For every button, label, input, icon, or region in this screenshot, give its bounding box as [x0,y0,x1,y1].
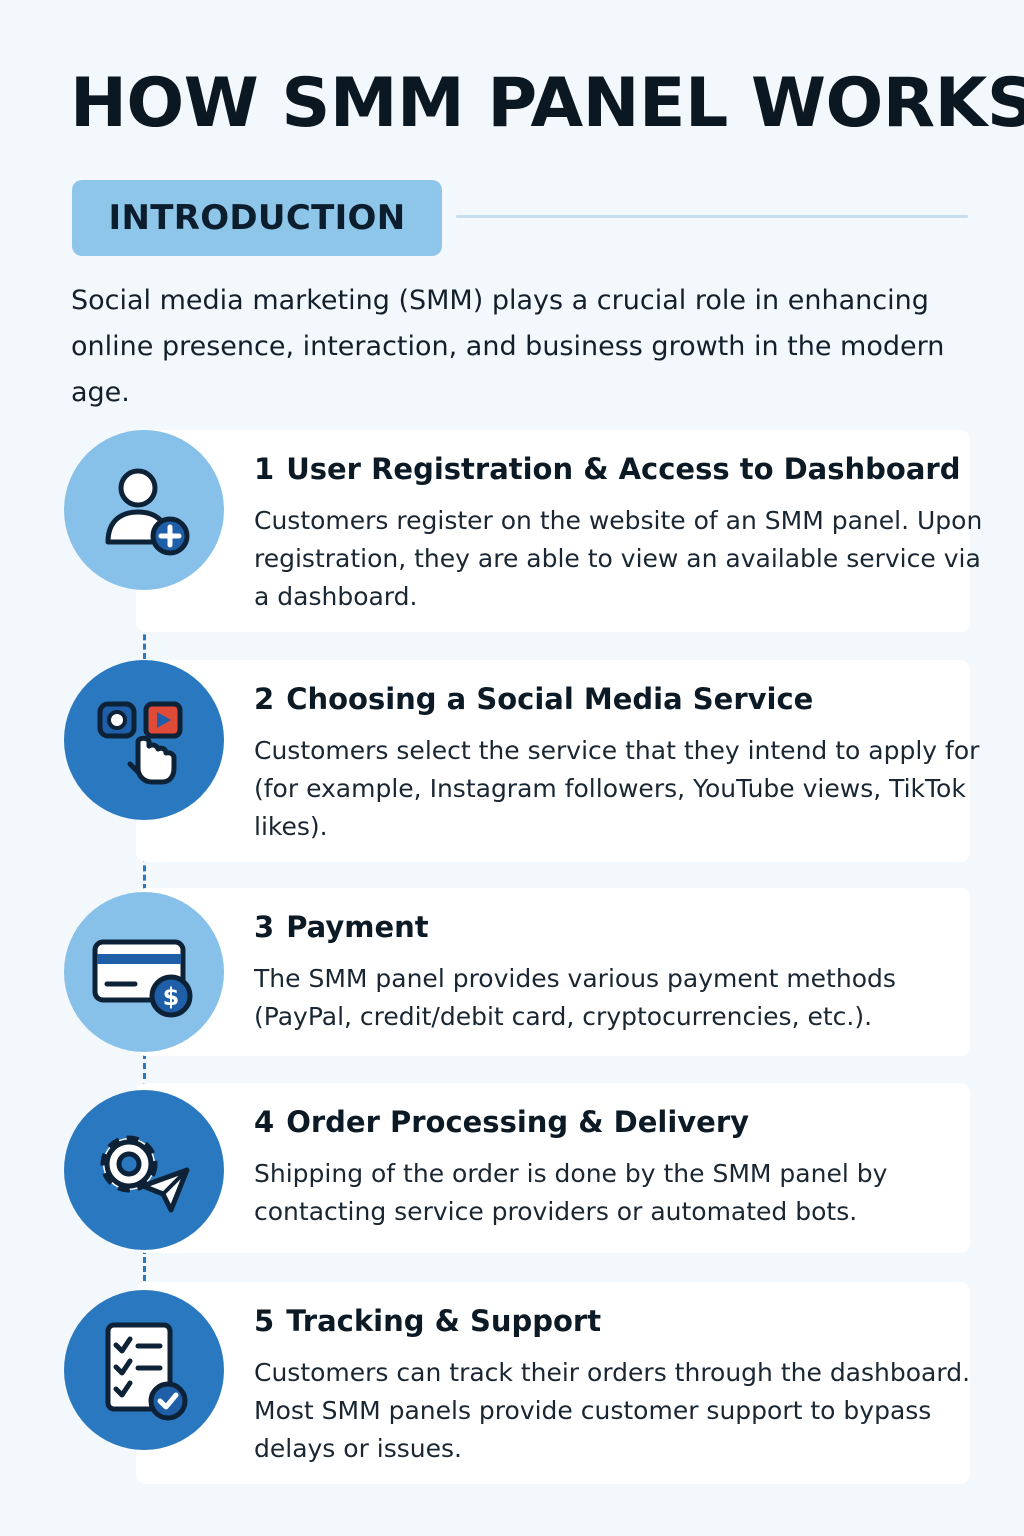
step-icon-circle-1 [64,430,224,590]
gear-send-icon [100,1135,190,1213]
credit-card-icon: $ [92,939,193,1018]
page-title: HOW SMM PANEL WORKS [70,64,1024,143]
intro-badge: INTRODUCTION [72,180,442,256]
step-title: 1 User Registration & Access to Dashboard [254,452,960,486]
step-card-4: 4 Order Processing & Delivery Shipping of… [136,1083,970,1253]
step-card-2: 2 Choosing a Social Media Service Custome… [136,660,979,862]
step-title-text: Choosing a Social Media Service [286,682,814,716]
step-icon-circle-5 [64,1290,224,1450]
intro-badge-label: INTRODUCTION [108,198,406,238]
social-select-icon [97,701,183,785]
step-title: 4 Order Processing & Delivery [254,1105,749,1139]
step-connector [143,1053,147,1089]
step-description: Customers register on the website of an … [254,506,983,611]
step-title-text: Payment [286,910,429,944]
step-number: 5 [254,1304,275,1338]
step-number: 3 [254,910,275,944]
step-title: 2 Choosing a Social Media Service [254,682,813,716]
step-description: Shipping of the order is done by the SMM… [254,1159,888,1226]
step-title-text: Order Processing & Delivery [286,1105,750,1139]
intro-text: Social media marketing (SMM) plays a cru… [71,285,945,408]
step-icon-circle-4 [64,1090,224,1250]
step-number: 2 [254,682,275,716]
step-icon-circle-3: $ [64,892,224,1052]
step-title: 3 Payment [254,910,429,944]
intro-divider [456,215,968,218]
checklist-icon [105,1322,188,1421]
user-add-icon [105,468,190,556]
step-card-5: 5 Tracking & Support Customers can track … [136,1282,970,1484]
step-connector [143,1248,147,1290]
step-card-1: 1 User Registration & Access to Dashboard… [136,430,982,632]
step-title-text: Tracking & Support [286,1304,602,1338]
step-title-text: User Registration & Access to Dashboard [286,452,961,486]
svg-text:$: $ [163,983,180,1011]
step-number: 4 [254,1105,275,1139]
step-number: 1 [254,452,275,486]
step-description: Customers can track their orders through… [254,1358,971,1463]
step-description: The SMM panel provides various payment m… [254,964,896,1031]
step-title: 5 Tracking & Support [254,1304,601,1338]
step-icon-circle-2 [64,660,224,820]
step-description: Customers select the service that they i… [254,736,980,841]
step-card-3: 3 Payment The SMM panel provides various … [136,888,970,1056]
